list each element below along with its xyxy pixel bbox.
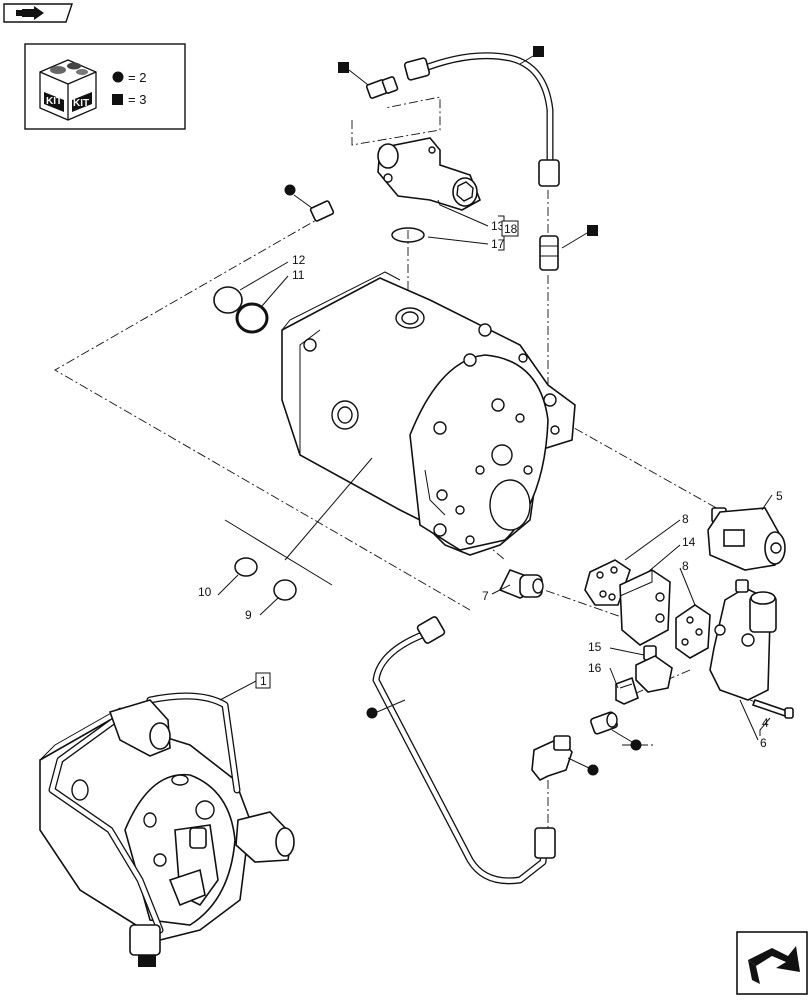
square-marker <box>587 225 598 236</box>
kit-legend: KIT KIT = 2 = 3 <box>24 43 186 130</box>
o-ring-10 <box>234 557 258 577</box>
square-marker <box>533 46 544 57</box>
fitting-top-square <box>338 62 399 99</box>
callout-10: 10 <box>198 585 212 599</box>
sensor-15 <box>635 645 673 693</box>
square-marker <box>338 62 349 73</box>
callout-5: 5 <box>776 489 783 503</box>
callout-1: 1 <box>260 674 267 688</box>
circle-marker <box>630 739 642 751</box>
connector-16 <box>615 676 639 705</box>
callout-15: 15 <box>588 640 602 654</box>
fitting-square-right <box>539 225 598 271</box>
callout-6: 6 <box>760 736 767 750</box>
callout-18: 18 <box>504 222 518 236</box>
callout-9: 9 <box>245 608 252 622</box>
assembled-view-1 <box>39 692 295 967</box>
pump-body <box>281 271 576 556</box>
circle-marker <box>284 184 296 196</box>
fitting-circle-left <box>284 184 335 222</box>
callout-labels: 13 17 18 12 11 5 8 14 8 7 10 9 15 16 4 6… <box>198 219 783 750</box>
o-ring-9 <box>273 579 297 601</box>
o-ring-17 <box>391 227 425 243</box>
callout-8-bottom: 8 <box>682 559 689 573</box>
plate-14 <box>619 569 671 646</box>
screw-4 <box>751 698 794 719</box>
book-arrow-icon[interactable] <box>3 3 73 23</box>
circle-marker <box>587 764 599 776</box>
seal-12 <box>213 286 243 314</box>
callout-14: 14 <box>682 535 696 549</box>
valve-block-13 <box>377 137 482 211</box>
kit-word-left: KIT <box>46 96 62 107</box>
callout-17: 17 <box>491 237 505 251</box>
square-legend-icon <box>112 94 123 105</box>
lower-tube <box>366 616 556 885</box>
circle-marker <box>366 707 378 719</box>
upper-tube <box>403 46 560 187</box>
valve-assembly-6 <box>709 579 777 701</box>
bolt-7 <box>498 569 544 599</box>
navigation-arrow-icon[interactable] <box>736 931 808 995</box>
callout-12: 12 <box>292 253 306 267</box>
body-leader-bar <box>224 519 333 586</box>
callout-4: 4 <box>762 716 769 730</box>
gasket-8-right <box>675 604 711 659</box>
seal-11 <box>235 302 269 334</box>
square-count: = 3 <box>128 92 146 107</box>
callout-18-box <box>501 220 519 237</box>
elbow-fitting <box>531 735 599 782</box>
callout-7: 7 <box>482 589 489 603</box>
solenoid-5 <box>707 507 786 571</box>
kit-box-icon: KIT KIT <box>39 59 97 121</box>
callout-leaders <box>217 199 773 741</box>
callout-8-top: 8 <box>682 512 689 526</box>
fitting-circle-mid <box>590 711 642 751</box>
body-leader <box>284 457 373 561</box>
callout-16: 16 <box>588 661 602 675</box>
circle-count: = 2 <box>128 70 146 85</box>
kit-word-right: KIT <box>73 98 89 109</box>
circle-legend-icon <box>112 71 124 83</box>
callout-1-box <box>255 672 271 689</box>
callout-11: 11 <box>292 268 305 282</box>
callout-13: 13 <box>491 219 505 233</box>
gasket-8-left <box>584 559 631 606</box>
